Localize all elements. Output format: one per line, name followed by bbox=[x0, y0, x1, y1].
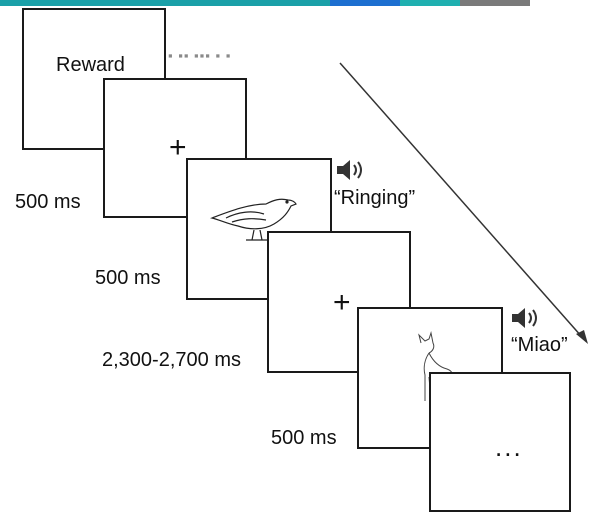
speaker-icon bbox=[510, 306, 540, 330]
top-banner-strip bbox=[0, 0, 590, 6]
banner-segment bbox=[400, 0, 460, 6]
reward-label: Reward bbox=[56, 54, 125, 76]
bird-drawing bbox=[209, 198, 297, 241]
obscured-text: ▪ ▪▪ ▪▪▪ ▪ ▪ bbox=[168, 48, 232, 63]
fixation-cross: + bbox=[169, 131, 187, 164]
speaker-icon bbox=[335, 158, 365, 182]
banner-segment bbox=[0, 0, 330, 6]
duration-label-2: 500 ms bbox=[95, 267, 161, 289]
duration-label-4: 500 ms bbox=[271, 427, 337, 449]
duration-label-3: 2,300-2,700 ms bbox=[102, 349, 241, 371]
banner-segment bbox=[330, 0, 400, 6]
banner-segment bbox=[460, 0, 530, 6]
fixation-cross: + bbox=[333, 286, 351, 319]
continuation-frame: ... bbox=[429, 372, 571, 512]
duration-label-1: 500 ms bbox=[15, 191, 81, 213]
continuation-ellipsis: ... bbox=[495, 432, 523, 462]
miao-sound-label: “Miao” bbox=[511, 334, 568, 356]
ringing-sound-label: “Ringing” bbox=[334, 187, 416, 209]
